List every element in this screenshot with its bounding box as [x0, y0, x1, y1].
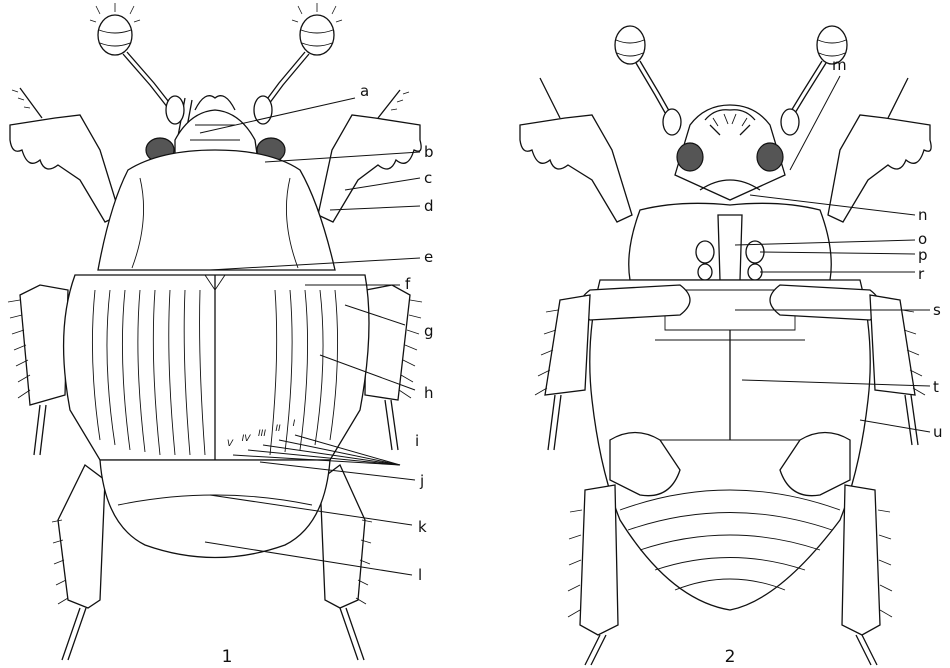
- label-e: e: [424, 248, 433, 266]
- pygidium: [100, 460, 330, 558]
- dorsal-view-drawing: V IV III II I: [8, 3, 422, 660]
- label-p: p: [918, 246, 928, 264]
- label-m: m: [832, 56, 847, 74]
- label-h: h: [424, 384, 434, 402]
- ventral-view-drawing: [520, 26, 931, 665]
- label-b: b: [424, 143, 434, 161]
- elytra: [64, 275, 369, 460]
- stria-label-ii: II: [275, 424, 281, 434]
- pronotum: [98, 150, 335, 270]
- stria-label-v: V: [227, 439, 234, 449]
- label-l: l: [418, 566, 422, 584]
- label-s: s: [933, 301, 941, 319]
- stria-label-iv: IV: [242, 434, 252, 444]
- label-t: t: [933, 378, 939, 396]
- label-n: n: [918, 206, 928, 224]
- label-c: c: [424, 169, 432, 187]
- stria-label-iii: III: [258, 429, 266, 439]
- label-f: f: [405, 275, 411, 293]
- stria-label-i: I: [293, 419, 296, 429]
- label-k: k: [418, 518, 427, 536]
- prothorax-ventral: [629, 203, 832, 280]
- head-ventral: [675, 105, 785, 200]
- label-g: g: [424, 322, 434, 340]
- label-j: j: [419, 472, 424, 490]
- label-i: i: [415, 432, 419, 450]
- figure-2-number: 2: [725, 647, 736, 667]
- label-r: r: [918, 265, 925, 283]
- figure-1-number: 1: [222, 647, 233, 667]
- label-a: a: [360, 82, 369, 100]
- label-u: u: [933, 423, 943, 441]
- label-d: d: [424, 197, 434, 215]
